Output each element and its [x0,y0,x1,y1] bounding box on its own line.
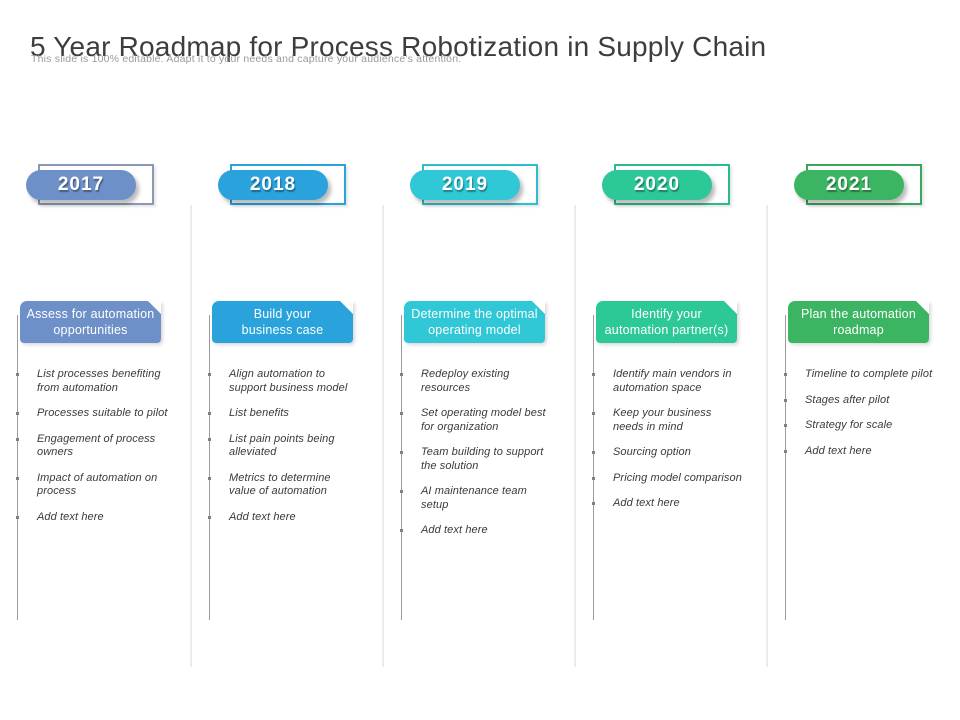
bullet-item: Team building to support the solution [398,446,552,473]
bullet-list: Identify main vendors in automation spac… [590,368,744,523]
bullet-item: Pricing model comparison [590,472,744,486]
column-guide-line [593,315,594,620]
bullet-item: Processes suitable to pilot [14,407,168,421]
year-pill-label: 2018 [218,170,328,200]
bullet-item: Timeline to complete pilot [782,368,936,382]
bullet-item: Add text here [206,511,360,525]
column-guide-line [401,315,402,620]
bullet-item: Align automation to support business mod… [206,368,360,395]
bullet-item: Stages after pilot [782,394,936,408]
bullet-item: Engagement of process owners [14,433,168,460]
bullet-item: Keep your business needs in mind [590,407,744,434]
column-guide-line [785,315,786,620]
bullet-item: AI maintenance team setup [398,485,552,512]
year-badge: 2018 [192,150,384,210]
bullet-item: Add text here [590,497,744,511]
bullet-list: Align automation to support business mod… [206,368,360,536]
year-pill-label: 2017 [26,170,136,200]
year-pill-label: 2021 [794,170,904,200]
bullet-item: Redeploy existing resources [398,368,552,395]
page-subtitle: This slide is 100% editable. Adapt it to… [31,53,462,65]
year-pill-label: 2019 [410,170,520,200]
bullet-item: Strategy for scale [782,419,936,433]
bullet-item: List benefits [206,407,360,421]
year-badge: 2019 [384,150,576,210]
bullet-item: Add text here [14,511,168,525]
bullet-item: Sourcing option [590,446,744,460]
bullet-item: Impact of automation on process [14,472,168,499]
column-guide-line [17,315,18,620]
page-title: 5 Year Roadmap for Process Robotization … [30,30,767,62]
column-separator-line [766,205,768,667]
year-badge: 2017 [0,150,192,210]
column-separator-line [382,205,384,667]
column-separator-line [190,205,192,667]
bullet-item: Identify main vendors in automation spac… [590,368,744,395]
year-badge: 2020 [576,150,768,210]
bullet-item: Set operating model best for organizatio… [398,407,552,434]
column-separator-line [574,205,576,667]
bullet-item: Add text here [398,524,552,538]
bullet-item: List pain points being alleviated [206,433,360,460]
bullet-item: Metrics to determine value of automation [206,472,360,499]
bullet-item: Add text here [782,445,936,459]
bullet-item: List processes benefiting from automatio… [14,368,168,395]
bullet-list: List processes benefiting from automatio… [14,368,168,536]
year-pill-label: 2020 [602,170,712,200]
column-guide-line [209,315,210,620]
year-badge: 2021 [768,150,960,210]
